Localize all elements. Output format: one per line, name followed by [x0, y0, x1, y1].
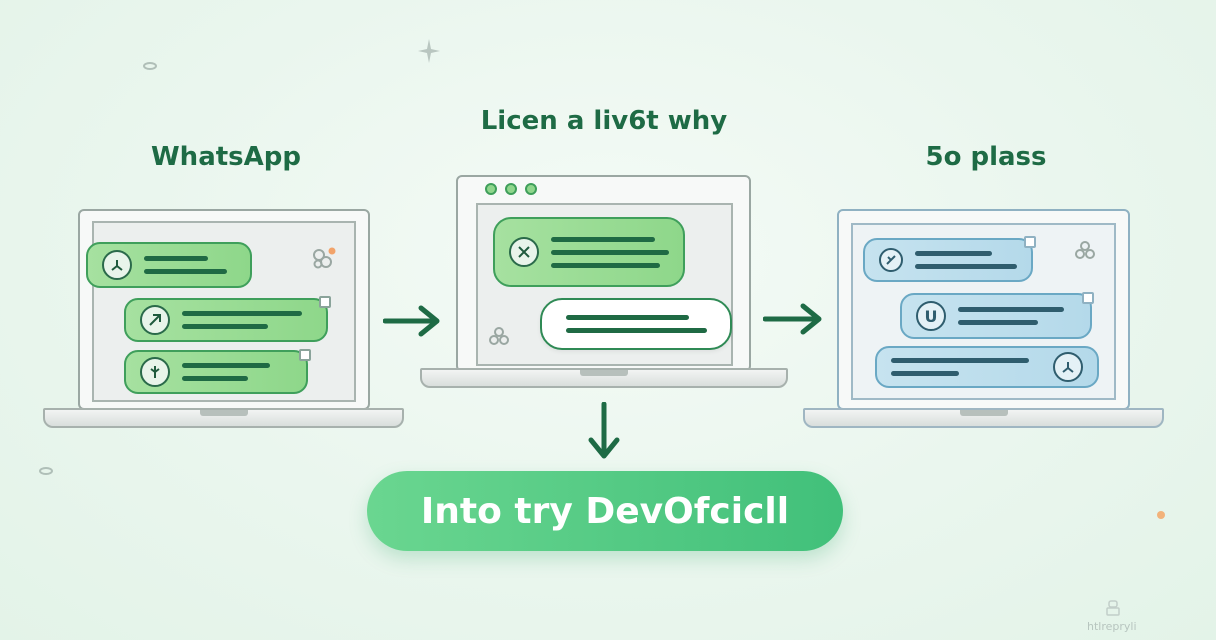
settings-icon	[489, 327, 509, 345]
window-dot-icon[interactable]	[525, 183, 537, 195]
letter-u-icon: U	[916, 301, 946, 331]
right-message-bubble-3	[875, 346, 1099, 388]
cta-button[interactable]: Into try DevOfcicll	[367, 471, 843, 551]
window-controls	[485, 183, 537, 195]
arrow-down-icon	[588, 402, 620, 459]
window-dot-icon[interactable]	[505, 183, 517, 195]
ring-decoration-icon	[143, 62, 157, 70]
right-message-bubble-1	[863, 238, 1033, 282]
ring-decoration-icon	[39, 467, 53, 475]
dot-decoration-icon	[1157, 511, 1165, 519]
tool-icon	[879, 248, 903, 272]
right-laptop-base	[803, 408, 1164, 428]
left-message-bubble-2	[124, 298, 328, 342]
window-dot-icon[interactable]	[485, 183, 497, 195]
checkbox-icon	[319, 296, 331, 308]
plant-icon	[140, 357, 170, 387]
left-message-bubble-3	[124, 350, 308, 394]
left-title: WhatsApp	[151, 142, 301, 172]
arrow-right-icon	[763, 303, 822, 335]
center-title: Licen a liv6t why	[480, 106, 728, 136]
watermark-icon	[1106, 600, 1120, 616]
sparkle-icon	[418, 39, 440, 63]
center-message-bubble-incoming	[493, 217, 685, 287]
arrow-right-icon	[383, 305, 440, 337]
arrow-up-right-icon	[140, 305, 170, 335]
center-message-bubble-outgoing	[540, 298, 732, 350]
close-icon	[509, 237, 539, 267]
leaf-icon	[102, 250, 132, 280]
left-laptop-base	[43, 408, 404, 428]
center-laptop-notch	[580, 370, 628, 376]
right-message-bubble-2: U	[900, 293, 1092, 339]
settings-icon	[313, 247, 336, 269]
left-laptop-notch	[200, 410, 248, 416]
leaf-icon	[1053, 352, 1083, 382]
checkbox-icon	[1024, 236, 1036, 248]
checkbox-icon	[1082, 292, 1094, 304]
right-laptop-notch	[960, 410, 1008, 416]
watermark-text: htlrepryli	[1087, 620, 1137, 633]
right-title: 5o plass	[925, 142, 1047, 172]
center-laptop-base	[420, 368, 788, 388]
left-message-bubble-1	[86, 242, 252, 288]
checkbox-icon	[299, 349, 311, 361]
settings-icon	[1075, 241, 1095, 259]
